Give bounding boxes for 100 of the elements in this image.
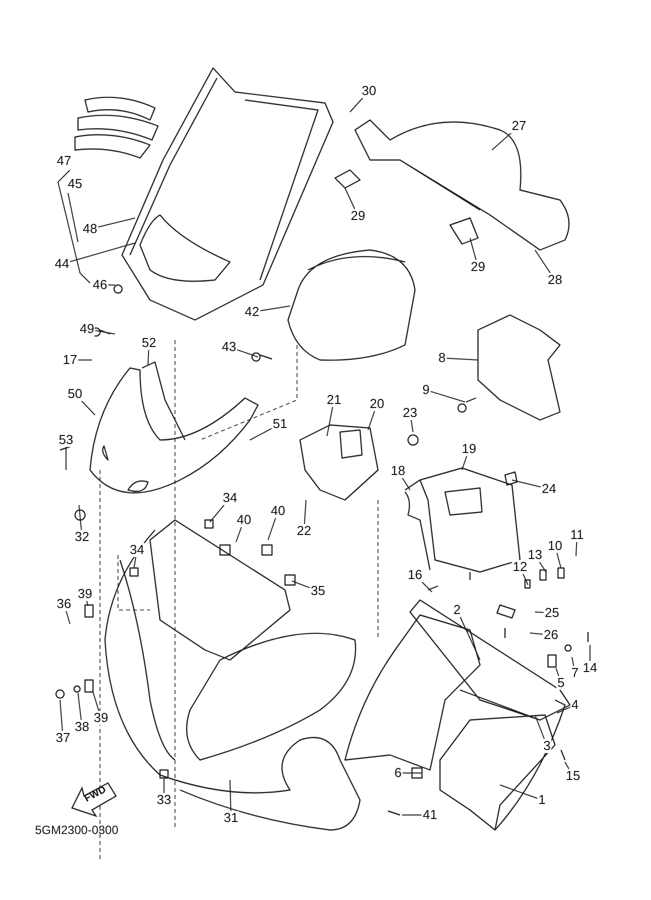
callout-number: 52 — [140, 336, 158, 350]
leader-line — [530, 632, 544, 635]
callout-number: 42 — [244, 305, 260, 319]
callout-number: 34 — [128, 543, 146, 557]
leader-line — [92, 692, 100, 712]
callout-number: 19 — [460, 442, 478, 456]
callout-number: 20 — [368, 397, 386, 411]
leader-line — [70, 242, 136, 262]
leader-line — [460, 616, 480, 660]
callout-number: 3 — [542, 739, 552, 753]
leader-line — [344, 188, 356, 210]
callout-number: 12 — [512, 560, 528, 574]
callout-number: 35 — [310, 584, 326, 598]
leader-line — [304, 500, 306, 524]
leader-line — [368, 410, 376, 430]
leader-line — [66, 610, 70, 624]
leader-line — [430, 390, 466, 402]
callout-number: 51 — [272, 417, 288, 431]
leader-line — [236, 526, 242, 542]
leader-line — [81, 400, 96, 416]
leader-line — [94, 330, 116, 334]
leader-line — [556, 668, 560, 676]
callout-number: 23 — [402, 406, 418, 420]
leader-line — [522, 574, 528, 586]
callout-number: 40 — [270, 504, 286, 518]
leader-line — [260, 306, 290, 312]
callout-number: 53 — [58, 433, 74, 447]
leader-line — [564, 762, 570, 770]
callout-number: 17 — [62, 353, 78, 367]
leader-line — [446, 358, 478, 360]
leader-line — [402, 772, 422, 774]
callout-number: 5 — [556, 676, 566, 690]
leader-line — [462, 456, 468, 470]
leader-line — [534, 714, 545, 740]
callout-number: 26 — [542, 628, 560, 642]
callout-number: 48 — [82, 222, 98, 236]
leader-line — [556, 706, 571, 714]
callout-number: 41 — [422, 808, 438, 822]
callout-number: 27 — [510, 119, 528, 133]
callout-number: 2 — [452, 603, 462, 617]
callout-number: 50 — [66, 387, 84, 401]
callout-number: 9 — [421, 383, 431, 397]
leader-line — [86, 600, 88, 606]
callout-number: 4 — [570, 698, 580, 712]
leader-line — [78, 504, 82, 530]
leader-line — [500, 784, 538, 799]
callout-number: 45 — [66, 177, 84, 191]
callout-number: 49 — [78, 322, 96, 336]
leader-line — [108, 284, 116, 286]
leader-line — [534, 250, 551, 274]
callout-number: 6 — [393, 766, 403, 780]
callout-number: 36 — [56, 597, 72, 611]
callout-number: 25 — [544, 606, 560, 620]
leader-line — [236, 349, 258, 358]
callout-number: 33 — [156, 793, 172, 807]
callout-number: 1 — [537, 793, 547, 807]
leader-line — [539, 562, 546, 572]
leader-line — [230, 780, 232, 812]
leader-line — [512, 480, 542, 488]
callout-number: 37 — [54, 731, 72, 745]
callout-number: 29 — [350, 209, 366, 223]
callout-number: 24 — [540, 482, 558, 496]
callout-number: 28 — [546, 273, 564, 287]
callout-number: 38 — [74, 720, 90, 734]
leader-line — [268, 518, 276, 540]
callout-number: 40 — [236, 513, 252, 527]
leader-line — [402, 478, 410, 490]
leader-line — [556, 552, 562, 568]
callout-number: 31 — [222, 811, 240, 825]
callout-number: 7 — [570, 666, 580, 680]
drawing-number: 5GM2300-0300 — [35, 823, 118, 837]
callout-number: 14 — [582, 661, 598, 675]
callout-number: 8 — [437, 351, 447, 365]
callout-number: 18 — [390, 464, 406, 478]
leader-line — [470, 238, 477, 260]
callout-number: 10 — [546, 539, 564, 553]
leader-line — [576, 542, 578, 556]
callout-number: 32 — [74, 530, 90, 544]
leader-line — [492, 132, 512, 150]
callout-number: 44 — [54, 257, 70, 271]
leader-line — [148, 350, 150, 366]
callout-number: 11 — [569, 528, 585, 542]
callout-number: 43 — [220, 340, 238, 354]
leader-line — [134, 556, 136, 568]
callout-number: 22 — [296, 524, 312, 538]
leader-line — [326, 406, 334, 436]
callout-number: 29 — [470, 260, 486, 274]
callout-number: 16 — [406, 568, 424, 582]
callout-number: 46 — [92, 278, 108, 292]
callout-number: 39 — [92, 711, 110, 725]
leader-line — [350, 98, 364, 112]
leader-line — [410, 420, 414, 432]
leader-line — [402, 814, 422, 816]
leader-line — [422, 582, 432, 592]
leader-line — [572, 656, 574, 666]
callout-number: 15 — [564, 769, 582, 783]
leader-line — [78, 692, 82, 720]
callout-number: 21 — [326, 393, 342, 407]
callout-number: 39 — [76, 587, 94, 601]
leader-line — [210, 504, 225, 522]
